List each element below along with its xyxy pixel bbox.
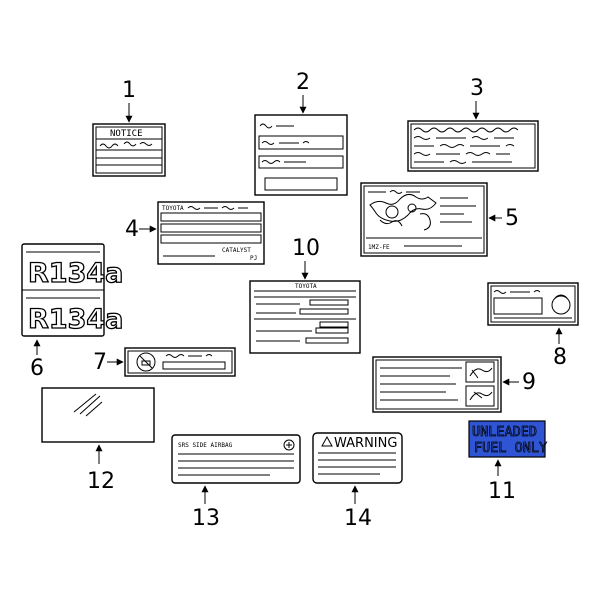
- refrigerant-bottom: R134a: [28, 304, 123, 335]
- callout-14: 14: [344, 485, 372, 531]
- catalyst-code: PJ: [250, 255, 257, 262]
- callout-3: 3: [470, 76, 484, 120]
- callout-7: 7: [93, 350, 124, 375]
- label-3: [407, 120, 539, 172]
- callout-12: 12: [87, 444, 115, 494]
- svg-text:10: 10: [292, 236, 320, 261]
- callout-5: 5: [488, 206, 519, 231]
- callout-6: 6: [30, 339, 44, 381]
- callout-10: 10: [292, 236, 320, 280]
- warning-title: WARNING: [334, 436, 397, 451]
- svg-text:8: 8: [553, 345, 567, 370]
- svg-text:3: 3: [470, 76, 484, 101]
- svg-text:9: 9: [522, 370, 536, 395]
- catalyst-text: CATALYST: [222, 247, 251, 254]
- label-2: [254, 114, 348, 196]
- svg-text:4: 4: [125, 217, 139, 242]
- label-6-refrigerant: R134a R134a: [21, 243, 124, 337]
- label-7-prohibition: [124, 347, 236, 377]
- fuel-line-1: UNLEADED: [472, 424, 537, 440]
- callout-2: 2: [296, 70, 310, 114]
- label-13-srs-airbag: SRS SIDE AIRBAG: [171, 434, 301, 484]
- svg-text:6: 6: [30, 356, 44, 381]
- spec-brand: TOYOTA: [295, 283, 317, 290]
- svg-text:2: 2: [296, 70, 310, 95]
- callout-1: 1: [122, 78, 136, 123]
- callout-8: 8: [553, 327, 567, 370]
- callout-9: 9: [502, 370, 536, 395]
- callout-11: 11: [488, 459, 516, 504]
- label-14-warning: WARNING: [312, 432, 403, 484]
- label-10-spec: TOYOTA: [249, 280, 361, 354]
- label-5-engine: 1MZ-FE: [360, 182, 488, 257]
- callout-4: 4: [125, 217, 157, 242]
- callout-13: 13: [192, 485, 220, 531]
- notice-title: NOTICE: [110, 129, 143, 139]
- svg-text:5: 5: [505, 206, 519, 231]
- label-8: [487, 282, 579, 326]
- label-12: [41, 387, 155, 443]
- svg-text:14: 14: [344, 506, 372, 531]
- svg-text:13: 13: [192, 506, 220, 531]
- svg-text:11: 11: [488, 479, 516, 504]
- svg-text:7: 7: [93, 350, 107, 375]
- refrigerant-top: R134a: [28, 258, 123, 289]
- emission-brand: TOYOTA: [162, 205, 184, 212]
- svg-text:1: 1: [122, 78, 136, 103]
- label-1-notice: NOTICE: [92, 123, 166, 177]
- label-11-unleaded-fuel: UNLEADED FUEL ONLY: [468, 420, 548, 458]
- label-4-emission: TOYOTA CATALYST PJ: [157, 201, 265, 265]
- engine-code: 1MZ-FE: [368, 244, 390, 251]
- airbag-title: SRS SIDE AIRBAG: [178, 442, 233, 449]
- svg-text:12: 12: [87, 469, 115, 494]
- label-9: [372, 356, 502, 413]
- fuel-line-2: FUEL ONLY: [474, 440, 547, 456]
